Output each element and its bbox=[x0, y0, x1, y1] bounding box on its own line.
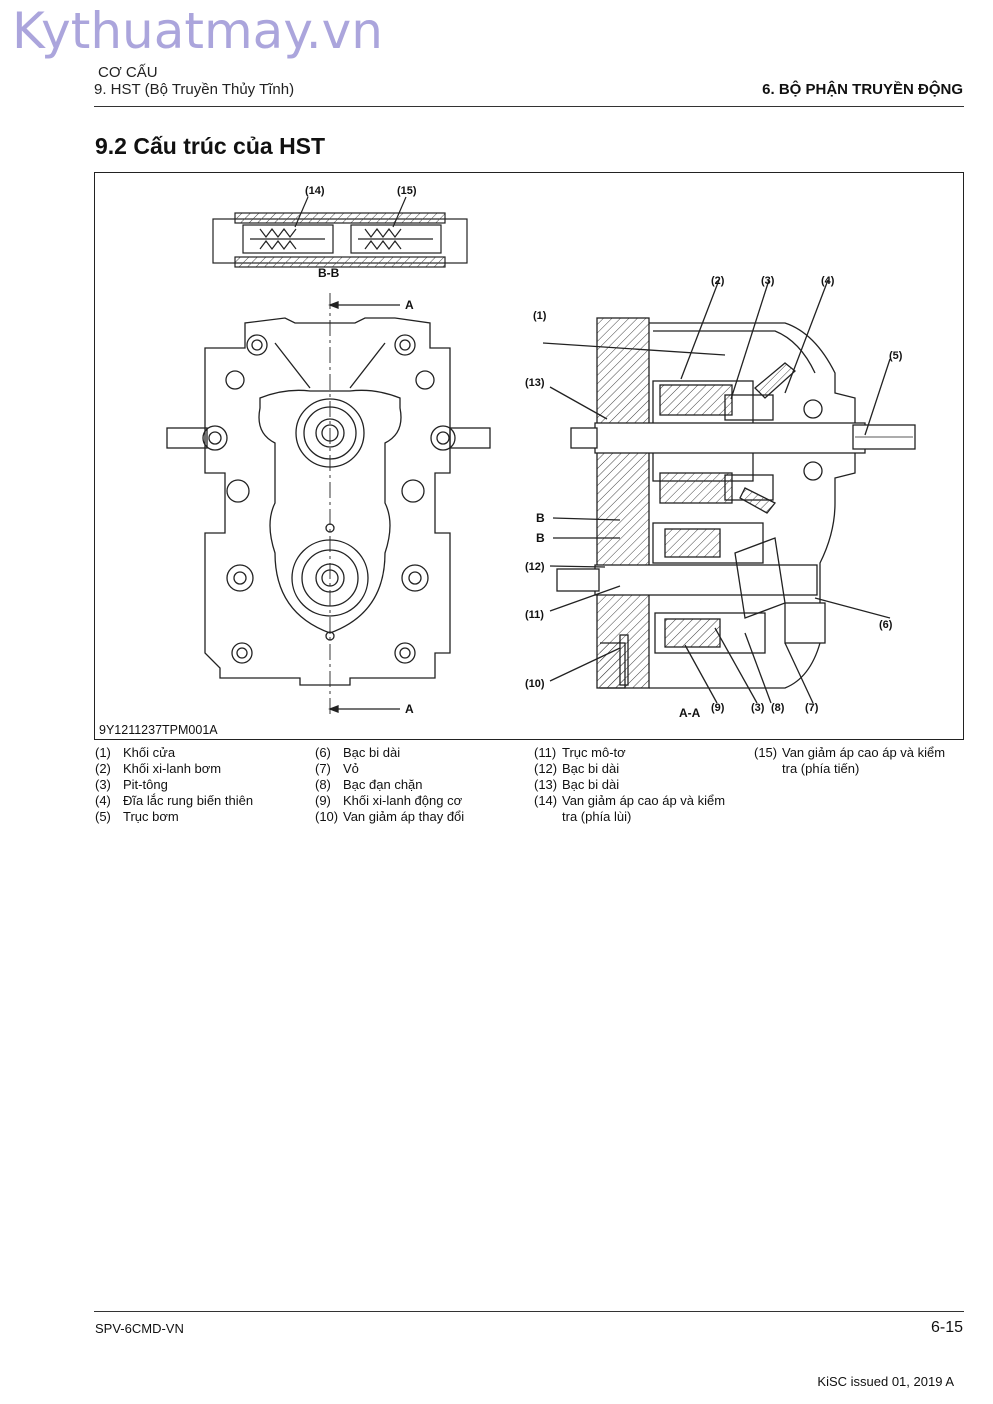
callout-3: (3) bbox=[761, 275, 775, 287]
callout-a-top: A bbox=[405, 298, 414, 312]
footer-rule bbox=[94, 1311, 964, 1312]
figure-callouts: (14) (15) B-B A A (1) (2) (3) (4) (5) (1… bbox=[305, 185, 903, 720]
callout-a-bottom: A bbox=[405, 702, 414, 716]
callout-15: (15) bbox=[397, 185, 417, 197]
legend-column-3: (11)Trục mô-tơ (12)Bạc bi dài (13)Bạc bi… bbox=[534, 745, 749, 825]
callout-8: (8) bbox=[771, 702, 785, 714]
legend-item: (13)Bạc bi dài bbox=[534, 777, 620, 792]
legend-item: (12)Bạc bi dài bbox=[534, 761, 620, 776]
callout-5: (5) bbox=[889, 350, 903, 362]
callout-2: (2) bbox=[711, 275, 725, 287]
legend-item: (3)Pit-tông bbox=[95, 777, 168, 792]
footer-doc-code: SPV-6CMD-VN bbox=[95, 1321, 184, 1336]
callout-7: (7) bbox=[805, 702, 819, 714]
legend-item-continuation: tra (phía lùi) bbox=[562, 809, 632, 824]
legend-item-continuation: tra (phía tiến) bbox=[782, 761, 860, 776]
header-chapter: CƠ CẤU bbox=[98, 64, 158, 81]
legend-item: (5)Trục bơm bbox=[95, 809, 179, 824]
legend-item: (9)Khối xi-lanh động cơ bbox=[315, 793, 463, 808]
callout-9: (9) bbox=[711, 702, 725, 714]
figure-code: 9Y1211237TPM001A bbox=[99, 723, 218, 737]
figure-frame: (14) (15) B-B A A (1) (2) (3) (4) (5) (1… bbox=[94, 172, 964, 740]
legend-item: (8)Bạc đạn chặn bbox=[315, 777, 423, 792]
aa-section-drawing bbox=[542, 279, 916, 704]
section-title: 9.2 Cấu trúc của HST bbox=[95, 133, 326, 159]
callout-aa: A-A bbox=[679, 706, 701, 720]
legend-item: (1)Khối cửa bbox=[95, 745, 176, 760]
header-rule bbox=[94, 106, 964, 107]
bb-section-drawing bbox=[212, 196, 468, 268]
footer-page-number: 6-15 bbox=[930, 1319, 963, 1336]
callout-4: (4) bbox=[821, 275, 835, 287]
front-view-drawing bbox=[166, 293, 491, 718]
callout-6: (6) bbox=[879, 619, 893, 631]
legend-item: (2)Khối xi-lanh bơm bbox=[95, 761, 222, 776]
header-part: 6. BỘ PHẬN TRUYỀN ĐỘNG bbox=[762, 81, 963, 98]
footer-issued: KiSC issued 01, 2019 A bbox=[817, 1374, 954, 1389]
callout-12: (12) bbox=[525, 561, 545, 573]
legend-item: (6)Bạc bi dài bbox=[315, 745, 401, 760]
legend-item: (10)Van giảm áp thay đổi bbox=[315, 809, 465, 824]
watermark: Kythuatmay.vn bbox=[12, 2, 383, 60]
legend-column-4: (15)Van giảm áp cao áp và kiểm tra (phía… bbox=[754, 745, 964, 777]
callout-bb: B-B bbox=[318, 266, 340, 280]
callout-b-1: B bbox=[536, 511, 545, 525]
callout-b-2: B bbox=[536, 531, 545, 545]
legend-column-1: (1)Khối cửa (2)Khối xi-lanh bơm (3)Pit-t… bbox=[95, 745, 310, 825]
legend-item: (11)Trục mô-tơ bbox=[534, 745, 626, 760]
callout-13: (13) bbox=[525, 377, 545, 389]
callout-14: (14) bbox=[305, 185, 325, 197]
legend-item: (4)Đĩa lắc rung biến thiên bbox=[95, 793, 254, 808]
legend-item: (7)Vỏ bbox=[315, 761, 359, 776]
legend-item: (15)Van giảm áp cao áp và kiểm bbox=[754, 745, 946, 760]
header-section: 9. HST (Bộ Truyền Thủy Tĩnh) bbox=[94, 81, 295, 98]
legend-item: (14)Van giảm áp cao áp và kiểm bbox=[534, 793, 726, 808]
callout-10: (10) bbox=[525, 678, 545, 690]
legend-column-2: (6)Bạc bi dài (7)Vỏ (8)Bạc đạn chặn (9)K… bbox=[315, 745, 530, 825]
callout-3b: (3) bbox=[751, 702, 765, 714]
hst-drawing: (14) (15) B-B A A (1) (2) (3) (4) (5) (1… bbox=[166, 185, 916, 720]
callout-1: (1) bbox=[533, 310, 547, 322]
callout-11: (11) bbox=[525, 609, 544, 621]
